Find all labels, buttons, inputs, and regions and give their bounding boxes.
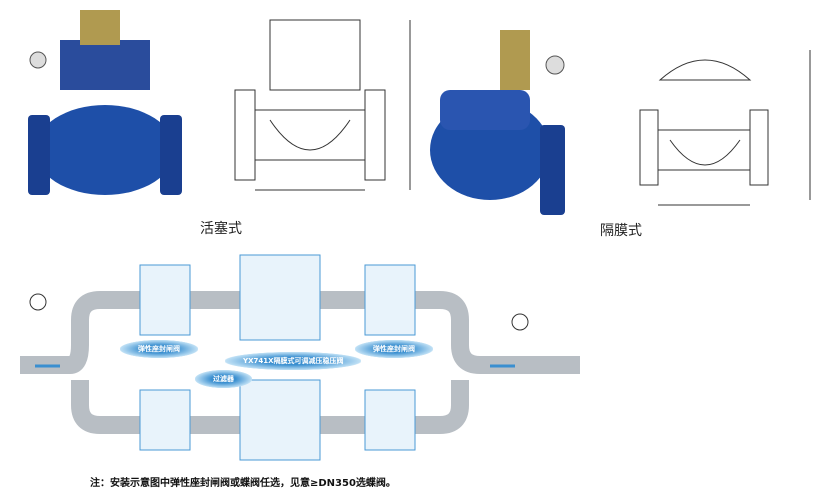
pressure-gauge-icon [29, 293, 529, 331]
label-gate-valve-left: 弹性座封闸阀 [120, 340, 198, 358]
diaphragm-valve-drawing [639, 50, 811, 206]
piston-valve-drawing [234, 19, 411, 191]
caption-diaphragm: 隔膜式 [600, 223, 642, 239]
gate-valves [139, 254, 416, 461]
label-gate-valve-right: 弹性座封闸阀 [355, 340, 433, 358]
piston-valve-photo [28, 10, 182, 195]
label-main-valve: YX741X隔膜式可调减压稳压阀 [225, 352, 362, 370]
installation-note: 注：安装示意图中弹性座封闸阀或蝶阀任选，见意≥DN350选蝶阀。 [90, 478, 396, 489]
diaphragm-valve-photo [430, 30, 565, 215]
label-filter: 过滤器 [195, 370, 252, 388]
caption-piston: 活塞式 [200, 221, 242, 237]
